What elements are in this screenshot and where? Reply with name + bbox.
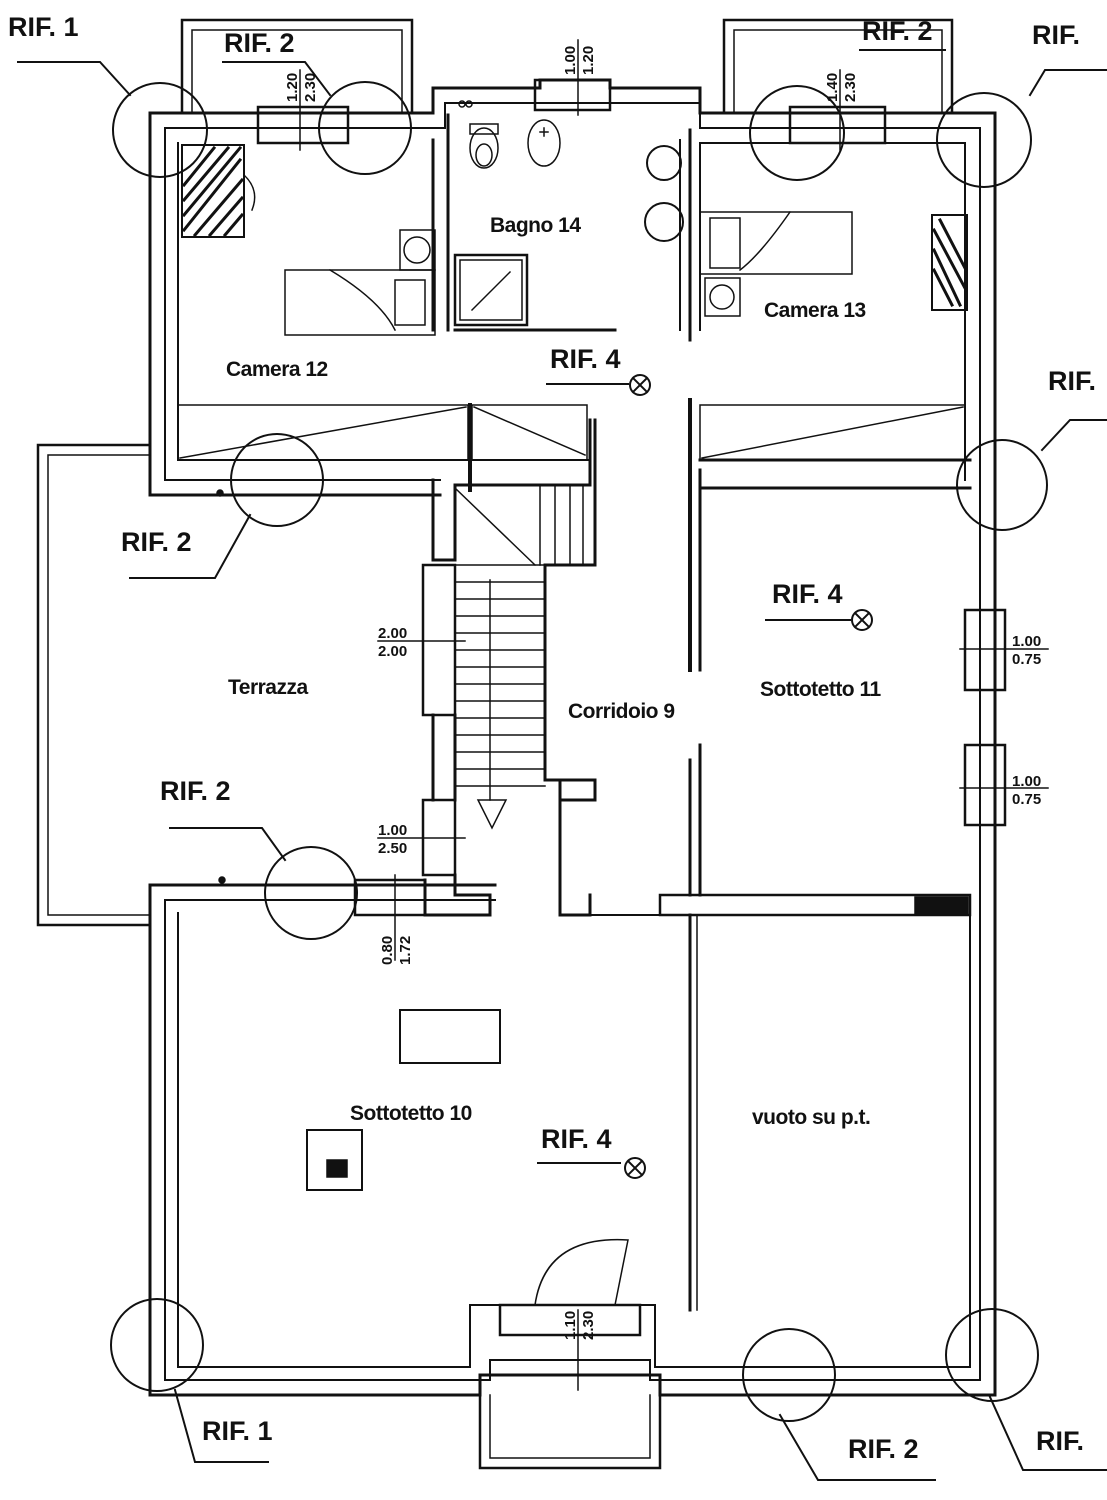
room-terrazza: Terrazza bbox=[228, 676, 308, 699]
dimension-label: 1.20 bbox=[284, 73, 301, 102]
furniture bbox=[181, 100, 969, 1391]
room-bagno-14: Bagno 14 bbox=[490, 214, 581, 237]
dimension-label: 0.75 bbox=[1012, 791, 1041, 808]
rif-label: RIF. 1 bbox=[202, 1416, 273, 1446]
dimension-label: 1.00 bbox=[378, 822, 407, 839]
rif-label: RIF. 2 bbox=[121, 527, 192, 557]
interior-walls bbox=[421, 113, 972, 1312]
dimension-lines bbox=[299, 39, 1049, 961]
dimension-label: 1.10 bbox=[562, 1311, 579, 1340]
rif-label: RIF. 2 bbox=[160, 776, 231, 806]
rif-label: RIF. 4 bbox=[550, 344, 621, 374]
windows bbox=[256, 78, 1007, 1337]
dimension-label: 1.40 bbox=[824, 73, 841, 102]
dimension-label: 1.72 bbox=[397, 936, 414, 965]
dimension-label: 2.30 bbox=[580, 1311, 597, 1340]
dimension-label: 1.20 bbox=[580, 46, 597, 75]
dimension-label: 1.00 bbox=[1012, 633, 1041, 650]
dimension-label: 1.00 bbox=[562, 46, 579, 75]
dimension-label: 0.80 bbox=[379, 936, 396, 965]
room-sottotetto-11: Sottotetto 11 bbox=[760, 678, 881, 701]
rif-label: RIF. 4 bbox=[772, 579, 843, 609]
dimension-label: 1.00 bbox=[1012, 773, 1041, 790]
room-vuoto: vuoto su p.t. bbox=[752, 1106, 870, 1129]
rif-label: RIF. bbox=[1036, 1426, 1084, 1456]
rif-label: RIF. 4 bbox=[541, 1124, 612, 1154]
rif-label: RIF. 2 bbox=[848, 1434, 919, 1464]
dimension-label: 2.30 bbox=[842, 73, 859, 102]
rif-label: RIF. 2 bbox=[224, 28, 295, 58]
wardrobes bbox=[177, 404, 966, 461]
leader-lines bbox=[17, 49, 1107, 1481]
room-camera-12: Camera 12 bbox=[226, 358, 328, 381]
outer-walls bbox=[148, 78, 997, 1397]
dimension-label: 0.75 bbox=[1012, 651, 1041, 668]
stairs bbox=[453, 484, 584, 830]
dimension-label: 2.50 bbox=[378, 840, 407, 857]
rif-label: RIF. 1 bbox=[8, 12, 79, 42]
rif-label: RIF. bbox=[1048, 366, 1096, 396]
room-sottotetto-10: Sottotetto 10 bbox=[350, 1102, 472, 1125]
dimension-label: 2.30 bbox=[302, 73, 319, 102]
dimension-label: 2.00 bbox=[378, 643, 407, 660]
room-camera-13: Camera 13 bbox=[764, 299, 866, 322]
rif-label: RIF. bbox=[1032, 20, 1080, 50]
rif4-symbols bbox=[624, 374, 873, 1179]
dimension-label: 2.00 bbox=[378, 625, 407, 642]
room-corridoio-9: Corridoio 9 bbox=[568, 700, 675, 723]
balconies bbox=[36, 18, 954, 1470]
rif-label: RIF. 2 bbox=[862, 16, 933, 46]
rif-circles bbox=[110, 81, 1048, 1422]
inner-perimeter bbox=[177, 142, 971, 1368]
